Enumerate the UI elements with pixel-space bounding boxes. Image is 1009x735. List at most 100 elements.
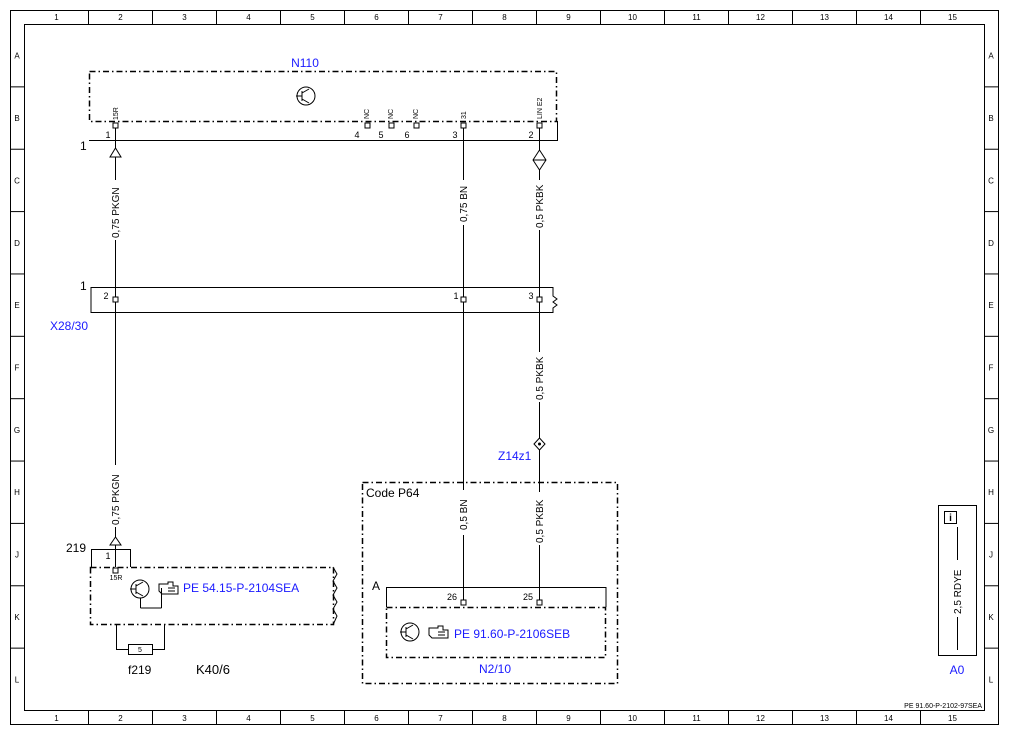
column-label-bottom: 10 [628, 714, 637, 723]
row-label-right: K [988, 613, 994, 622]
wire-label-pkbk-middle: 0,5 PKBK [535, 356, 546, 400]
a0-label: A0 [950, 663, 965, 677]
column-label-bottom: 11 [692, 714, 701, 723]
x28-30-label: X28/30 [50, 319, 88, 333]
svg-text:25: 25 [523, 592, 533, 602]
svg-text:2: 2 [103, 291, 108, 301]
row-label-left: L [15, 675, 20, 684]
wire-label-bn-lower: 0,5 BN [459, 499, 470, 530]
k40-6-fuse-number: 219 [66, 541, 86, 555]
column-label-top: 8 [502, 13, 507, 22]
n2-10-code-box [361, 481, 619, 685]
x28-30-pin-1: 1 [453, 291, 467, 303]
column-label-bottom: 4 [246, 714, 251, 723]
svg-text:2: 2 [528, 130, 533, 140]
hand-pointer-icon [158, 581, 179, 595]
transistor-icon [130, 579, 150, 599]
svg-text:3: 3 [528, 291, 533, 301]
column-label-bottom: 6 [374, 714, 379, 723]
wire-label-pkgn-upper: 0,75 PKGN [111, 187, 122, 238]
hand-pointer-icon [428, 625, 449, 639]
column-label-top: 1 [54, 13, 59, 22]
row-label-right: B [988, 114, 993, 123]
info-icon [944, 511, 957, 524]
n110-housing [88, 70, 558, 123]
svg-text:6: 6 [404, 130, 409, 140]
column-label-top: 2 [118, 13, 123, 22]
k40-6-housing [89, 566, 335, 626]
n110-pin-3: 3 31 [452, 111, 468, 140]
n2-10-label: N2/10 [479, 662, 511, 676]
k40-6-pin-label: 15R [110, 575, 123, 582]
column-grid: 1122334455667788991010111112121313141415… [54, 10, 957, 725]
transistor-icon [296, 86, 316, 106]
wire-label-bn-upper: 0,75 BN [459, 186, 470, 222]
document-id: PE 91.60-P-2102-97SEA [904, 703, 982, 710]
n2-10-housing [385, 606, 607, 659]
fuse-f219-value: 5 [138, 647, 142, 654]
fuse-f219-label: f219 [128, 663, 152, 677]
fuse-f219 [128, 644, 153, 655]
n110-pin-4: 4 NC [354, 109, 371, 140]
row-label-left: H [14, 488, 20, 497]
svg-text:26: 26 [447, 592, 457, 602]
svg-text:NC: NC [364, 109, 371, 119]
k40-6-pin-1: 1 [105, 551, 110, 561]
n2-10-pin-25: 25 [523, 592, 543, 606]
column-label-top: 6 [374, 13, 379, 22]
n2-10-connector-label: A [372, 579, 380, 593]
n110-pin-6: 6 NC [404, 109, 420, 140]
n110-pin-2: 2 LIN E2 [528, 97, 544, 140]
svg-text:1: 1 [105, 130, 110, 140]
column-label-bottom: 9 [566, 714, 571, 723]
a0-box [938, 505, 977, 656]
n110-bus-number: 1 [80, 139, 87, 153]
row-label-right: G [988, 426, 994, 435]
k40-6-reference-link[interactable]: PE 54.15-P-2104SEA [183, 581, 299, 595]
transistor-icon [400, 622, 420, 642]
column-label-top: 4 [246, 13, 251, 22]
svg-text:LIN E2: LIN E2 [537, 97, 544, 119]
z14z1-label: Z14z1 [498, 449, 532, 463]
k40-6-label: K40/6 [196, 662, 230, 677]
n2-10-pin-26: 26 [447, 592, 467, 606]
column-label-bottom: 14 [884, 714, 893, 723]
n2-10-reference-link[interactable]: PE 91.60-P-2106SEB [454, 627, 570, 641]
row-label-right: C [988, 176, 994, 185]
svg-text:3: 3 [452, 130, 457, 140]
svg-text:31: 31 [461, 111, 468, 119]
wire-label-pkbk-lower: 0,5 PKBK [535, 499, 546, 543]
outer-frame [10, 10, 999, 725]
n110-label: N110 [291, 56, 319, 70]
row-label-right: F [989, 364, 994, 373]
svg-text:NC: NC [388, 109, 395, 119]
column-label-top: 7 [438, 13, 443, 22]
x28-30-bus-number: 1 [80, 279, 87, 293]
column-label-top: 11 [692, 13, 701, 22]
column-label-bottom: 13 [820, 714, 829, 723]
a0-wire-label: 2,5 RDYE [953, 569, 964, 614]
row-label-left: E [14, 301, 19, 310]
column-label-top: 5 [310, 13, 315, 22]
svg-text:4: 4 [354, 130, 359, 140]
column-label-top: 10 [628, 13, 637, 22]
column-label-top: 3 [182, 13, 187, 22]
column-label-bottom: 7 [438, 714, 443, 723]
x28-30-connector-body [90, 287, 553, 313]
row-label-left: K [14, 613, 20, 622]
svg-text:1: 1 [453, 291, 458, 301]
row-label-left: F [15, 364, 20, 373]
column-label-bottom: 8 [502, 714, 507, 723]
column-label-top: 14 [884, 13, 893, 22]
column-label-bottom: 15 [948, 714, 957, 723]
wire-pkbk [532, 128, 547, 600]
column-label-top: 15 [948, 13, 957, 22]
x28-30-break-mark [552, 287, 558, 313]
row-label-left: C [14, 176, 20, 185]
row-label-right: E [988, 301, 993, 310]
n2-10-code-label: Code P64 [366, 486, 420, 500]
row-label-right: H [988, 488, 994, 497]
svg-text:NC: NC [413, 109, 420, 119]
